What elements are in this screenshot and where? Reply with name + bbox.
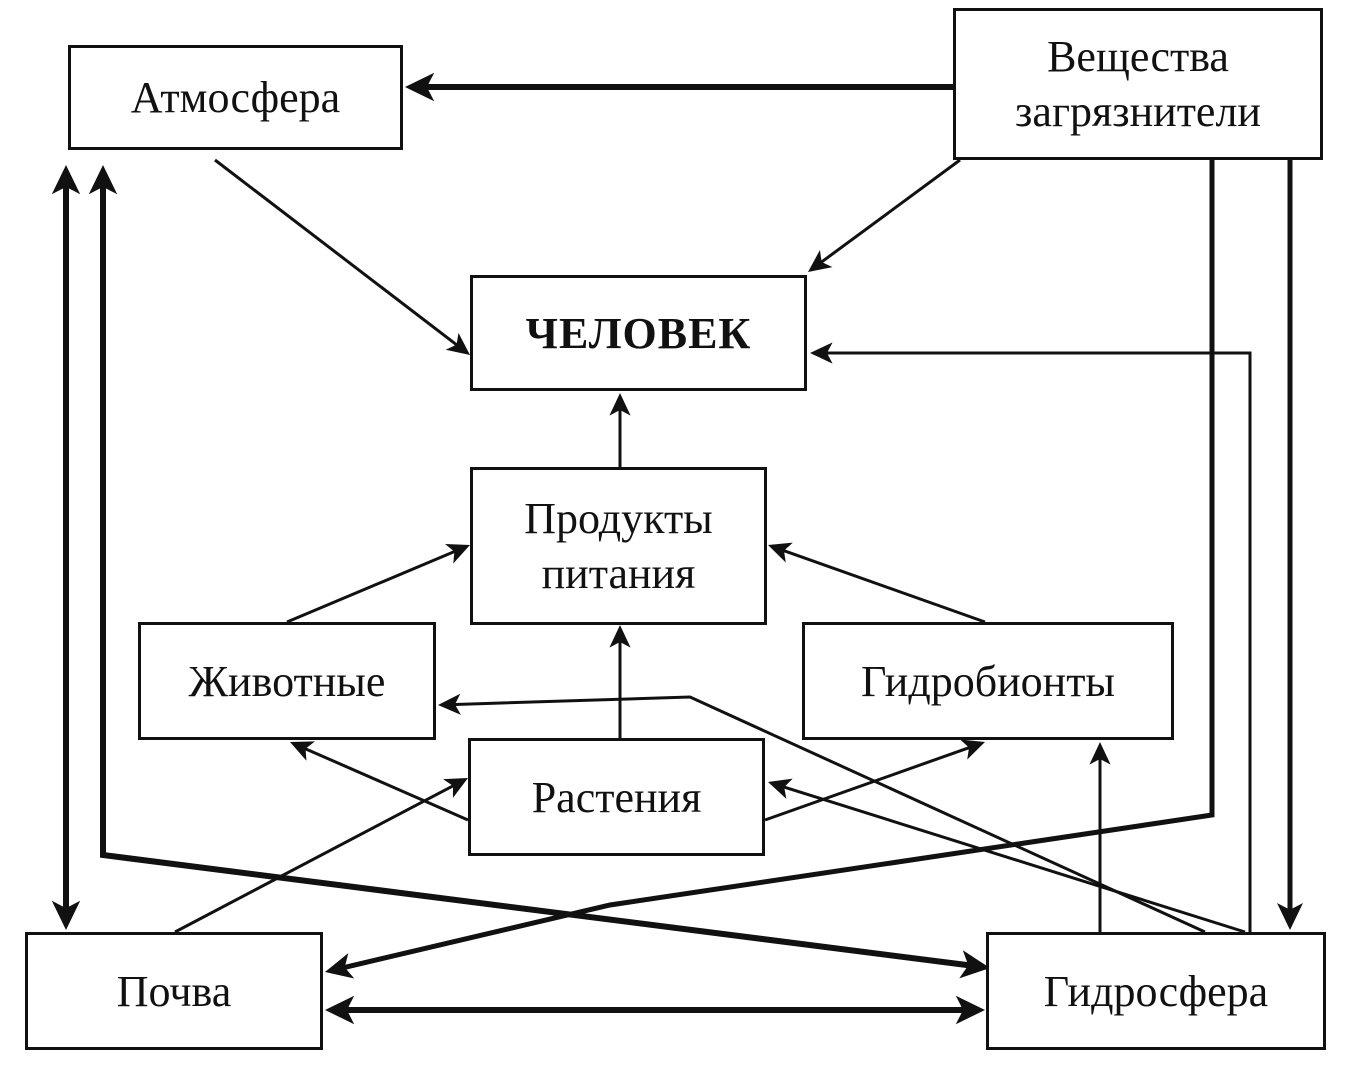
edge-hydrobionts-food [768,542,986,624]
edge-animals-food [286,543,470,624]
edge-pollutants-hydrosphere [1277,160,1303,930]
node-hydrobionts: Гидробионты [802,622,1174,740]
edge-hydrosphere-atmosphere [88,165,990,979]
node-soil-label: Почва [116,966,232,1016]
edge-hydrosphere-animals [438,693,1206,934]
node-animals-label: Животные [188,656,386,706]
node-human-label: ЧЕЛОВЕК [525,308,752,358]
edge-hydrosphere-hydrobionts [1089,742,1111,932]
edge-hydrosphere-plants [768,778,1246,934]
node-hydrosphere-label: Гидросфера [1043,966,1269,1016]
edge-pollutants-atmosphere [405,72,953,102]
edge-atmosphere-human [214,158,470,355]
edge-hydrosphere-human [810,342,1252,932]
edge-soil-hydrosphere [325,995,985,1025]
edge-atmosphere-soil [51,165,81,930]
node-food-label: Продукты питания [524,494,713,598]
edge-plants-hydrobionts [764,739,985,822]
edge-plants-food [609,625,631,738]
node-atmosphere-label: Атмосфера [130,73,341,122]
node-hydrobionts-label: Гидробионты [861,656,1115,706]
node-pollutants: Вещества загрязнители [953,8,1323,160]
edge-soil-plants [174,778,468,934]
edge-food-human [609,393,631,467]
node-plants-label: Растения [531,772,702,822]
node-hydrosphere: Гидросфера [986,932,1326,1050]
node-atmosphere: Атмосфера [68,45,403,150]
edge-pollutants-human [808,158,961,272]
node-plants: Растения [468,738,765,856]
node-soil: Почва [25,932,323,1050]
node-food: Продукты питания [470,467,767,625]
node-human: ЧЕЛОВЕК [470,275,807,391]
node-pollutants-label: Вещества загрязнители [1015,32,1261,136]
edge-plants-animals [290,741,469,822]
node-animals: Животные [138,622,436,740]
edge-pollutants-soil [325,160,1215,979]
